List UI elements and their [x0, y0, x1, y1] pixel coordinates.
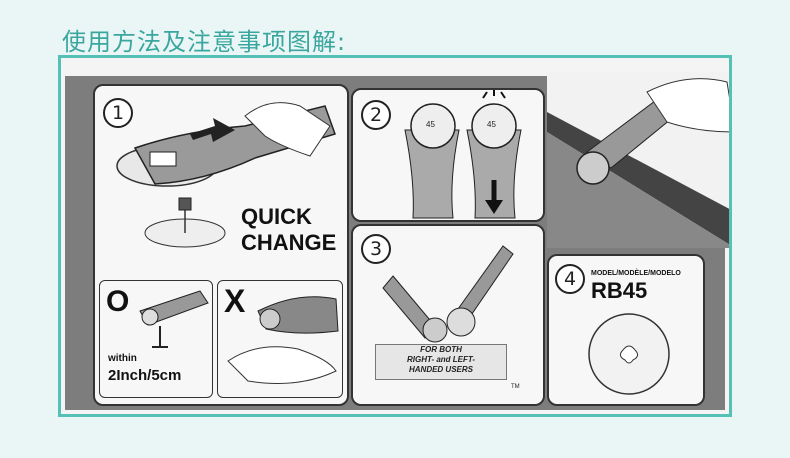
- distance-label: 2Inch/5cm: [108, 367, 182, 384]
- step-2-number: 2: [361, 100, 391, 130]
- step-1-number: 1: [103, 98, 133, 128]
- wrong-symbol: X: [224, 283, 246, 319]
- page-heading: 使用方法及注意事项图解:: [62, 28, 347, 56]
- step-3-cutter-illustration: [382, 245, 514, 343]
- blade-label-b: 45: [487, 120, 496, 129]
- instruction-figure: 1 QUICK CHANGE O within 2Inch/5cm: [58, 55, 732, 417]
- step-2-panel: 2 45 45: [351, 88, 545, 222]
- banner-line-2: RIGHT- and LEFT-: [407, 355, 475, 364]
- blade-label-a: 45: [426, 120, 435, 129]
- step-1-panel: 1 QUICK CHANGE O within 2Inch/5cm: [93, 84, 349, 406]
- correct-usage-subpanel: O within 2Inch/5cm: [99, 280, 213, 398]
- step-4-number: 4: [555, 264, 585, 294]
- step-3-panel: 3 FOR BOTH RIGHT- and LEFT- HANDED USERS…: [351, 224, 545, 406]
- banner-line-1: FOR BOTH: [420, 345, 462, 354]
- step-1-cutter-illustration: [116, 102, 336, 248]
- wrong-usage-subpanel: X: [217, 280, 343, 398]
- both-hands-banner: FOR BOTH RIGHT- and LEFT- HANDED USERS: [375, 344, 507, 380]
- step-3-number: 3: [361, 234, 391, 264]
- within-label: within: [108, 353, 137, 364]
- step-2-cutter-illustration: [404, 90, 522, 219]
- model-name: RB45: [591, 278, 648, 303]
- banner-line-3: HANDED USERS: [408, 365, 473, 374]
- trademark-label: TM: [511, 384, 520, 390]
- model-line: MODEL/MODÈLE/MODELO: [591, 270, 681, 277]
- quick-change-caption-line2: CHANGE: [241, 230, 337, 255]
- blade-illustration: [588, 313, 670, 395]
- correct-symbol: O: [106, 285, 130, 318]
- cutting-illustration: [547, 78, 729, 248]
- correct-usage-illustration: [139, 290, 209, 348]
- quick-change-caption-line1: QUICK: [241, 204, 312, 229]
- wrong-usage-illustration: [227, 296, 339, 384]
- step-4-panel: 4 MODEL/MODÈLE/MODELO RB45: [547, 254, 705, 406]
- cutting-scene: [547, 72, 729, 248]
